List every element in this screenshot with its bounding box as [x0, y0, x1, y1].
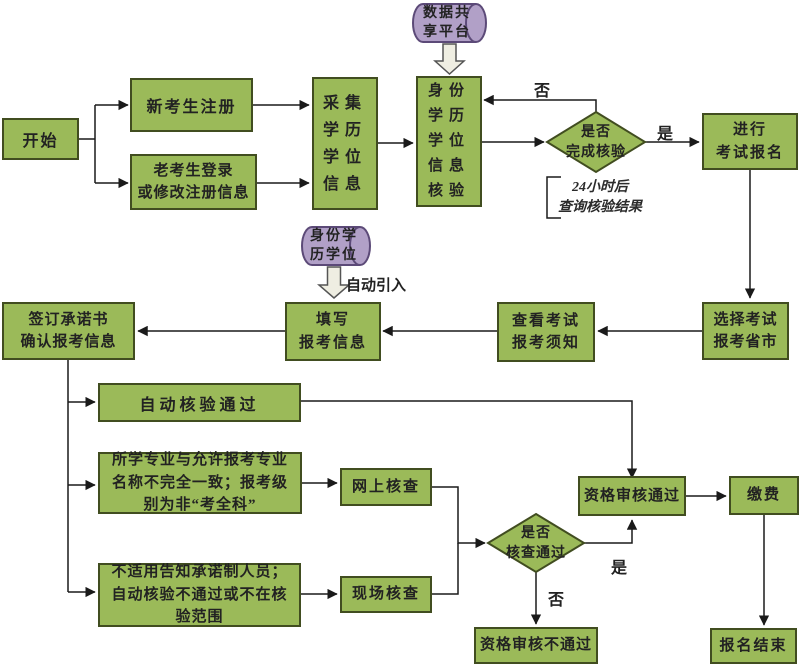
block-arrow-platform-down — [433, 43, 466, 76]
block-arrow-auto-import — [316, 266, 352, 299]
node-qualify-pass: 资格审核通过 — [578, 476, 686, 516]
data-platform-cylinder-shape — [412, 3, 487, 43]
node-major-mismatch: 所学专业与允许报考专业 名称不完全一致；报考级 别为非“考全科” — [98, 452, 302, 514]
label-auto-import: 自动引入 — [346, 278, 407, 294]
cylinder-data-platform-label: 数据共 享平台 — [423, 5, 471, 40]
node-pay: 缴费 — [729, 476, 799, 515]
identity-cylinder-shape — [301, 226, 371, 266]
node-finish: 报名结束 — [710, 628, 797, 664]
connectors — [67, 94, 770, 626]
node-auto-pass: 自动核验通过 — [98, 383, 301, 422]
decision-verify-diamond — [545, 110, 647, 174]
edge-autopass-to-qualify — [301, 400, 638, 479]
node-identity-verify: 身份 学历 学位 信息 核验 — [416, 76, 482, 207]
verify-note: 24小时后 查询核验结果 — [558, 180, 642, 216]
node-qualify-fail: 资格审核不通过 — [474, 627, 598, 664]
node-start: 开始 — [2, 118, 79, 160]
decision-check-label: 是否 核查通过 — [506, 525, 566, 561]
label-check-no: 否 — [548, 592, 565, 609]
edge-decision2-yes — [584, 519, 638, 544]
node-fill-info: 填写 报考信息 — [285, 302, 381, 361]
note-bracket — [546, 176, 561, 219]
node-select-province: 选择考试 报考省市 — [702, 302, 789, 360]
node-sign-commitment: 签订承诺书 确认报考信息 — [2, 302, 135, 360]
label-check-yes: 是 — [611, 560, 628, 577]
edge-onsite-junction — [432, 543, 459, 595]
label-verify-yes: 是 — [657, 126, 674, 143]
node-new-candidate: 新考生注册 — [130, 78, 253, 132]
node-onsite-check: 现场核查 — [340, 576, 432, 613]
node-exam-register: 进行 考试报名 — [702, 113, 798, 170]
node-not-applicable: 不适用告知承诺制人员； 自动核验不通过或不在核 验范围 — [98, 563, 301, 627]
node-old-candidate: 老考生登录 或修改注册信息 — [130, 154, 257, 210]
decision-verify-label: 是否 完成核验 — [566, 124, 626, 160]
edge-decision-no-return — [483, 94, 597, 112]
node-online-check: 网上核查 — [340, 468, 432, 506]
node-collect-info: 采集 学历 学位 信息 — [312, 77, 378, 210]
edge-checks-to-decision — [432, 486, 486, 549]
label-verify-no: 否 — [534, 83, 551, 100]
decision-check-diamond — [486, 512, 586, 574]
node-view-notice: 查看考试 报考须知 — [497, 302, 595, 362]
edge-start-trunk — [79, 105, 96, 183]
cylinder-identity-label: 身份学 历学位 — [310, 228, 358, 263]
